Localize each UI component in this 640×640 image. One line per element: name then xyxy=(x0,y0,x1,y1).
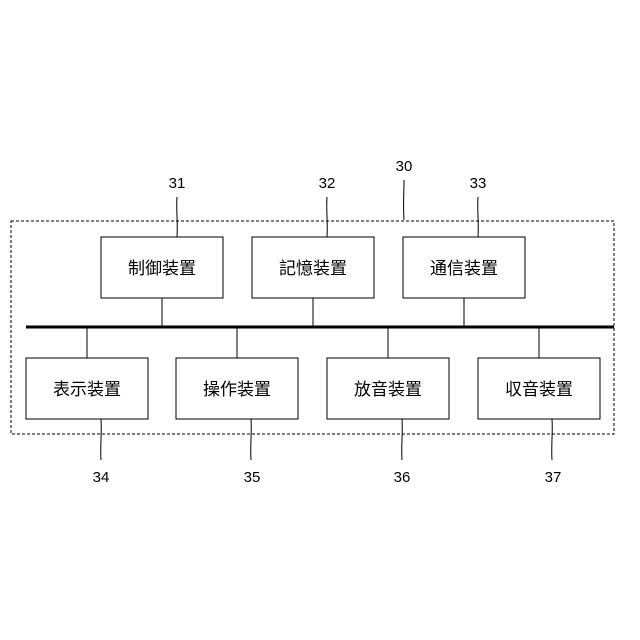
unit-ref-label: 35 xyxy=(244,469,261,486)
unit-ref-leader xyxy=(177,197,178,237)
unit-ref-leader xyxy=(402,419,403,460)
top-unit-3: 通信装置 33 xyxy=(403,175,525,327)
bottom-unit-3: 放音装置 36 xyxy=(327,327,449,486)
bottom-unit-2: 操作装置 35 xyxy=(176,327,298,486)
unit-label: 制御装置 xyxy=(128,259,196,279)
unit-label: 収音装置 xyxy=(505,380,573,400)
unit-label: 放音装置 xyxy=(354,380,422,400)
unit-ref-label: 32 xyxy=(319,175,336,192)
bottom-unit-1: 表示装置 34 xyxy=(26,327,148,486)
unit-ref-leader xyxy=(251,419,252,460)
unit-ref-leader xyxy=(101,419,102,460)
top-unit-2: 記憶装置 32 xyxy=(252,175,374,327)
unit-label: 操作装置 xyxy=(203,380,271,400)
unit-ref-leader xyxy=(478,197,479,237)
unit-label: 通信装置 xyxy=(430,259,498,279)
unit-label: 表示装置 xyxy=(53,380,121,400)
unit-ref-label: 36 xyxy=(394,469,411,486)
bottom-unit-4: 収音装置 37 xyxy=(478,327,600,486)
unit-ref-leader xyxy=(552,419,553,460)
top-unit-1: 制御装置 31 xyxy=(101,175,223,327)
unit-ref-label: 31 xyxy=(169,175,186,192)
system-ref-label: 30 xyxy=(396,158,413,175)
unit-ref-leader xyxy=(327,197,328,237)
unit-ref-label: 33 xyxy=(470,175,487,192)
unit-label: 記憶装置 xyxy=(279,259,347,279)
unit-ref-label: 37 xyxy=(545,469,562,486)
unit-ref-label: 34 xyxy=(93,469,110,486)
